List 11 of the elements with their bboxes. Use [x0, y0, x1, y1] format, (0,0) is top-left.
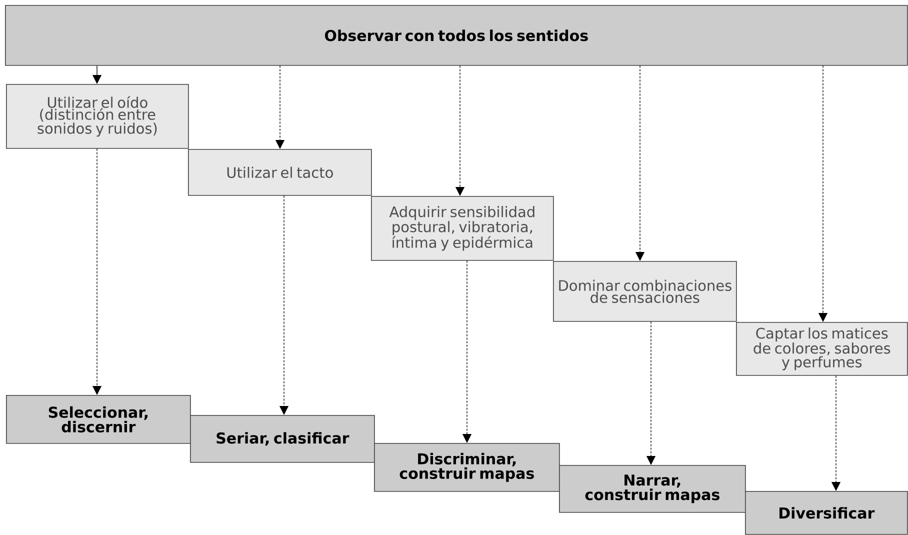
result-box: Diversificar [745, 490, 908, 535]
process-box: Dominar combinaciones de sensaciones [553, 261, 737, 322]
result-box: Narrar, construir mapas [559, 464, 746, 513]
process-box: Utilizar el tacto [188, 148, 372, 196]
result-box: Seleccionar, discernir [6, 394, 191, 444]
process-box: Captar los matices de colores, sabores y perfumes [736, 322, 908, 376]
process-box: Utilizar el oído (distinción entre sonidos y ruidos) [6, 84, 189, 149]
process-box: Adquirir sensibilidad postural, vibratoria, íntima y epidérmica [371, 196, 554, 261]
result-box: Seriar, clasificar [190, 414, 375, 463]
title-bar: Observar con todos los sentidos [5, 4, 908, 66]
result-box: Discriminar, construir mapas [374, 442, 560, 492]
